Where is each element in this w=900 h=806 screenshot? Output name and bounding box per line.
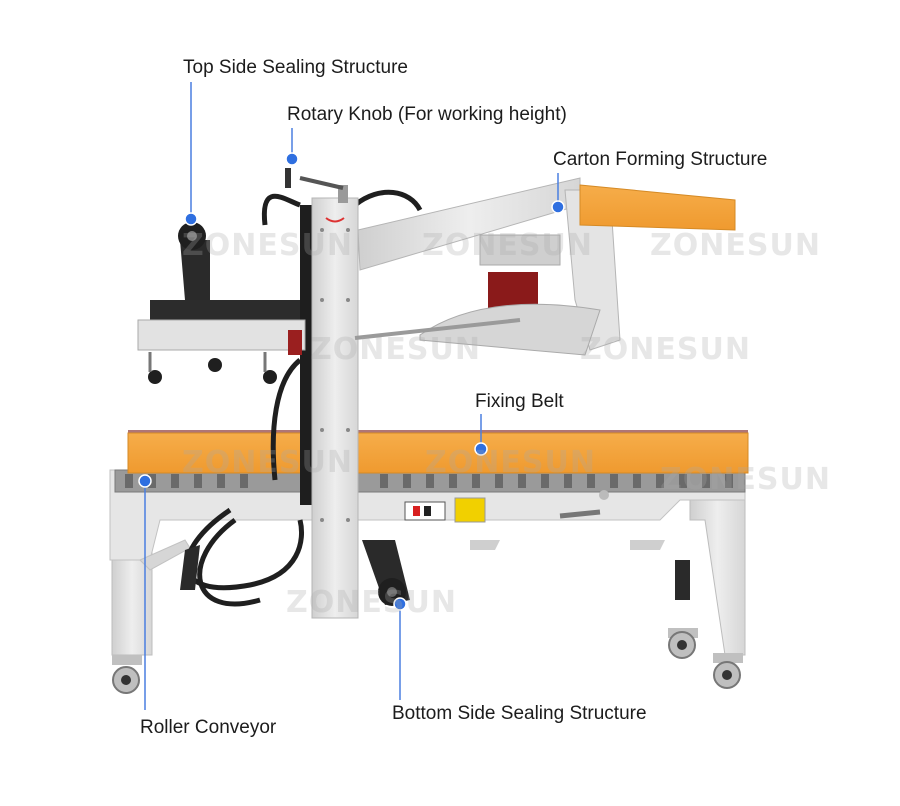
callout-dot-rotary-knob [285,152,299,166]
hose-cables [184,189,423,607]
machine-frame [109,469,746,656]
watermark: ZONESUN [422,228,593,263]
callout-dot-carton-forming [551,200,565,214]
callout-dot-roller-conveyor [138,474,152,488]
watermark: ZONESUN [660,462,831,497]
label-fixing-belt: Fixing Belt [475,391,564,412]
watermark: ZONESUN [580,332,751,367]
top-sealing-unit [137,222,306,384]
rotary-knob-handle [285,168,348,203]
control-panel [404,490,609,523]
label-rotary-knob: Rotary Knob (For working height) [287,104,567,125]
carton-forming-arm [354,177,736,356]
fixing-belt [127,430,749,474]
label-carton-forming: Carton Forming Structure [553,149,768,170]
watermark: ZONESUN [425,445,596,480]
callout-dot-bottom-sealing [393,597,407,611]
caster-wheels [112,545,743,694]
callout-lines [144,82,559,710]
vertical-column [300,197,359,619]
watermark: ZONESUN [182,228,353,263]
label-roller-conveyor: Roller Conveyor [140,717,277,738]
callout-dot-top-sealing [184,212,198,226]
label-top-side-sealing: Top Side Sealing Structure [183,57,408,78]
watermark: ZONESUN [310,332,481,367]
callout-dot-fixing-belt [474,442,488,456]
watermark: ZONESUN [650,228,821,263]
callout-dots [138,152,565,611]
watermark: ZONESUN [286,585,457,620]
bottom-sealing-unit [362,540,410,606]
watermark: ZONESUN [182,445,353,480]
label-bottom-side-sealing: Bottom Side Sealing Structure [392,703,647,724]
